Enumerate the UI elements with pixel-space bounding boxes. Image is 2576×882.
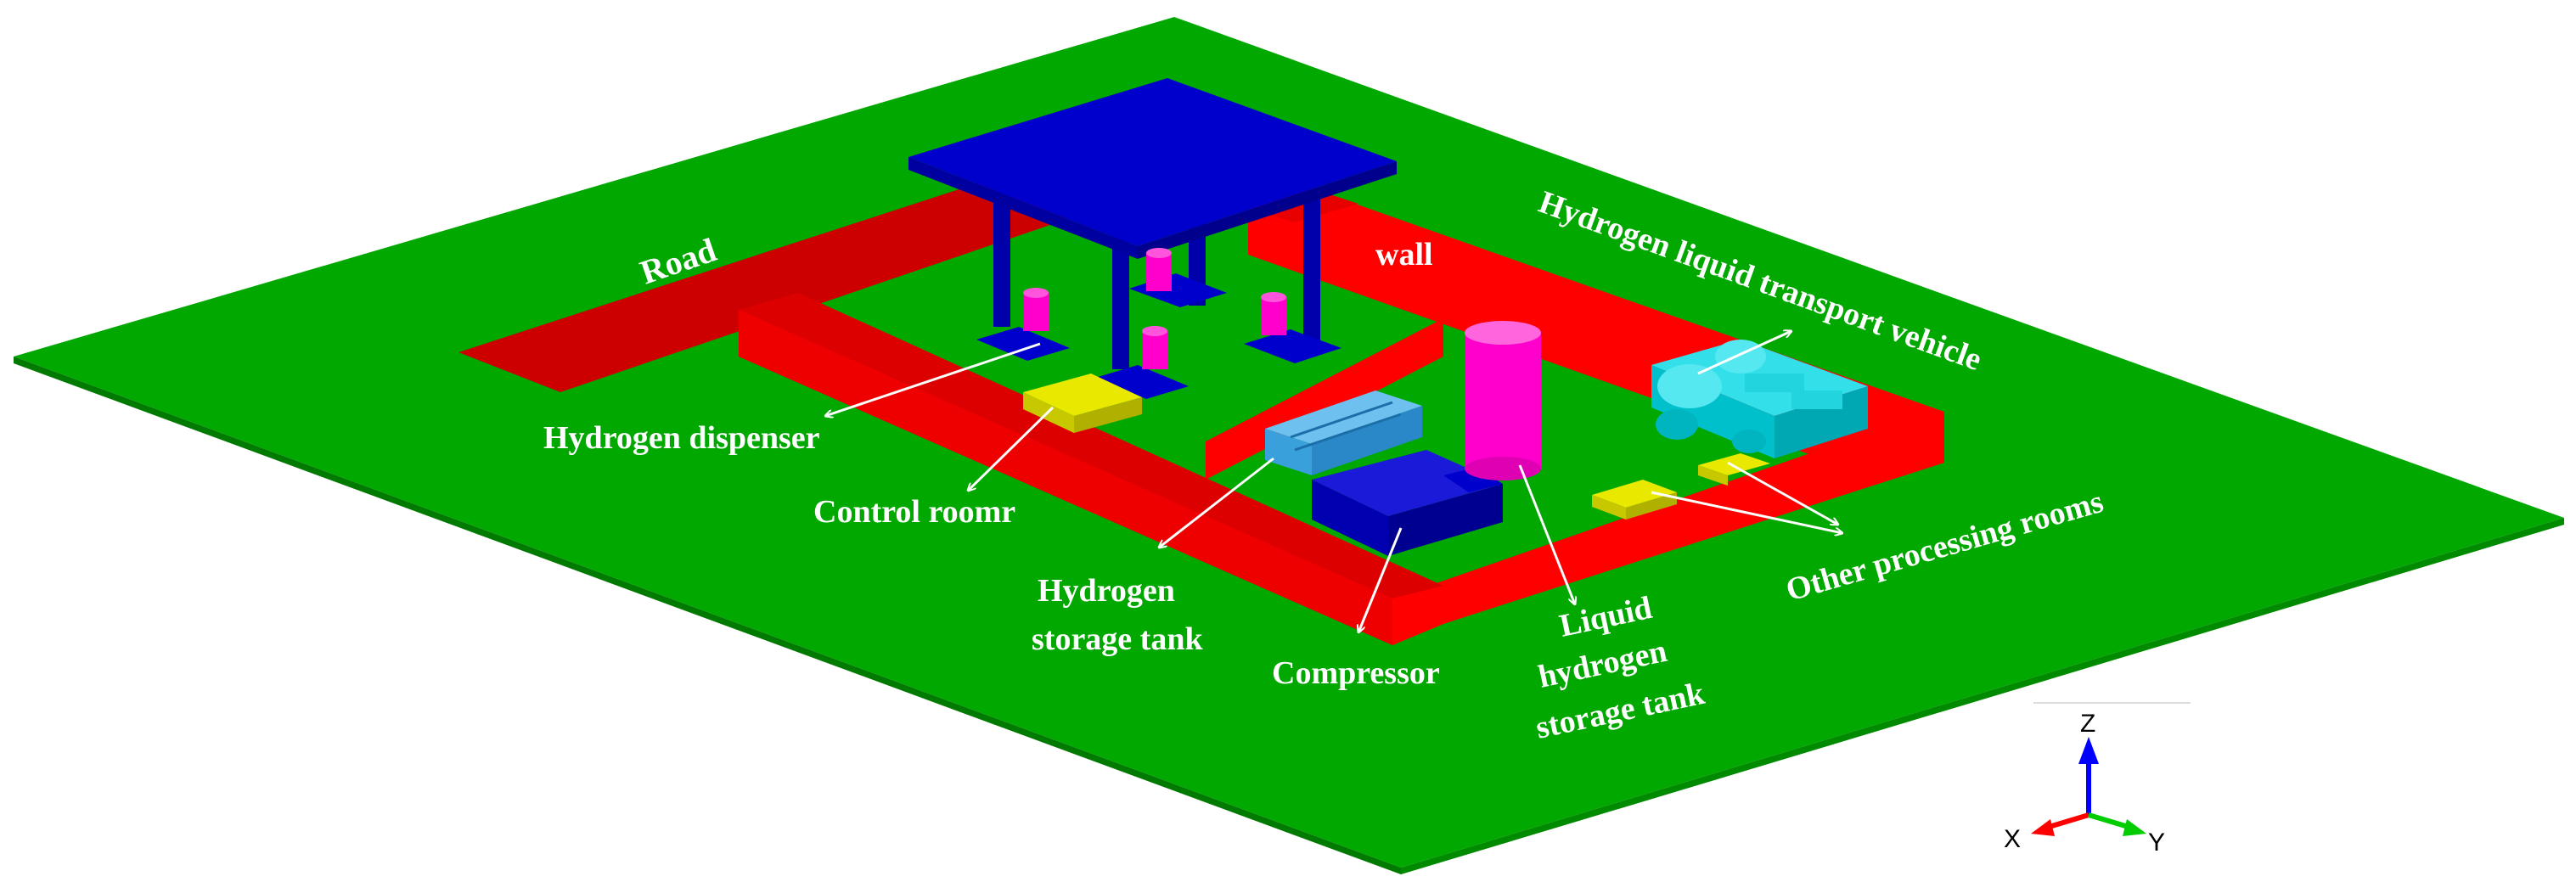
transport-vehicle — [1651, 340, 1868, 458]
y-axis-line — [2088, 812, 2132, 830]
liquid-hydrogen-storage-tank — [1465, 321, 1541, 480]
canopy-column-1 — [993, 183, 1010, 327]
compressor — [1312, 450, 1503, 556]
dispenser-4 — [1261, 292, 1286, 335]
storage-tank-label-line1: Hydrogen — [1038, 573, 1175, 609]
leader-arrows — [825, 331, 1842, 632]
dispenser-label: Hydrogen dispenser — [543, 420, 820, 456]
dispensers — [1023, 248, 1286, 369]
compressor-label: Compressor — [1272, 655, 1440, 691]
canopy-column-2 — [1112, 225, 1129, 369]
processing-arrow-2 — [1727, 461, 1838, 525]
x-axis-label: X — [2004, 825, 2021, 853]
road — [458, 170, 1112, 392]
wall-label: wall — [1375, 237, 1433, 272]
z-axis-label: Z — [2080, 710, 2095, 738]
y-axis-arrow — [2123, 819, 2146, 836]
dispenser-3 — [1142, 326, 1167, 369]
vehicle-arrow — [1697, 331, 1791, 375]
x-axis-line — [2045, 812, 2089, 830]
canopy-column-4 — [1303, 191, 1320, 344]
dispenser-1 — [1023, 288, 1049, 331]
control-room-label: Control roomr — [813, 494, 1015, 530]
hydrogen-storage-tank — [1265, 390, 1422, 475]
y-axis-label: Y — [2148, 829, 2165, 857]
z-axis-arrow — [2078, 737, 2099, 764]
compressor-arrow — [1358, 527, 1403, 632]
x-axis-arrow — [2031, 819, 2055, 836]
canopy — [908, 78, 1397, 399]
axis-triad: Z X Y — [2004, 702, 2191, 857]
storage-tank-arrow — [1159, 457, 1274, 548]
dispenser-arrow — [825, 342, 1041, 416]
processing-arrow-1 — [1651, 491, 1842, 533]
wall-front — [739, 293, 1944, 645]
liquid-tank-arrow — [1518, 464, 1575, 604]
processing-rooms — [1592, 453, 1770, 520]
storage-tank-label-line2: storage tank — [1032, 621, 1203, 657]
control-room-arrow — [968, 406, 1055, 491]
dispenser-2 — [1146, 248, 1172, 291]
